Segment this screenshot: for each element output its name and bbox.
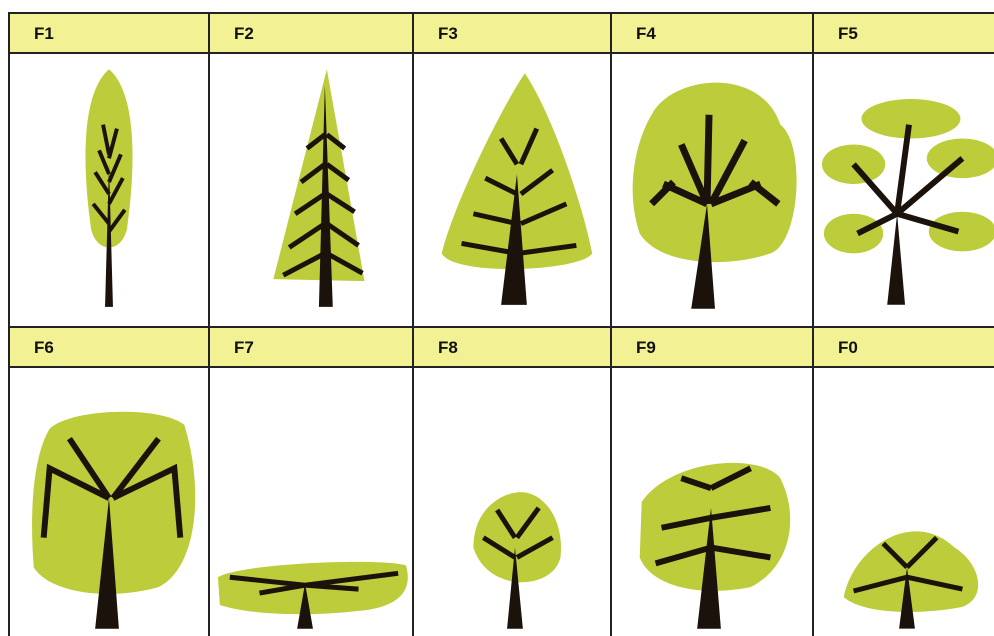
cell-label: F4	[636, 24, 656, 44]
cell-label: F1	[34, 24, 54, 44]
cell-header: F6	[10, 326, 208, 368]
conical-conifer-icon	[210, 54, 412, 326]
cell-label: F6	[34, 338, 54, 358]
cell-f5: F5	[812, 12, 994, 326]
cell-header: F9	[612, 326, 812, 368]
cell-label: F8	[438, 338, 458, 358]
cell-f9: F9	[610, 326, 814, 636]
dome-tree-icon	[814, 368, 994, 636]
cell-f8: F8	[412, 326, 612, 636]
pyramidal-tree-icon	[414, 54, 610, 326]
cell-f0: F0	[812, 326, 994, 636]
cell-header: F8	[414, 326, 610, 368]
cell-label: F9	[636, 338, 656, 358]
cell-f4: F4	[610, 12, 814, 326]
cell-header: F5	[814, 12, 994, 54]
cell-header: F0	[814, 326, 994, 368]
cell-f2: F2	[208, 12, 414, 326]
cell-header: F2	[210, 12, 412, 54]
layered-tree-icon	[612, 368, 812, 636]
spreading-flat-tree-icon	[210, 368, 412, 636]
weeping-tree-icon	[10, 368, 208, 636]
cell-f7: F7	[208, 326, 414, 636]
cell-f6: F6	[8, 326, 210, 636]
cell-header: F3	[414, 12, 610, 54]
cell-label: F7	[234, 338, 254, 358]
cell-f3: F3	[412, 12, 612, 326]
small-round-tree-icon	[414, 368, 610, 636]
round-tree-icon	[612, 54, 812, 326]
columnar-tree-icon	[10, 54, 208, 326]
cell-label: F5	[838, 24, 858, 44]
cell-label: F0	[838, 338, 858, 358]
cell-header: F7	[210, 326, 412, 368]
cell-header: F4	[612, 12, 812, 54]
tiered-cloud-tree-icon	[814, 54, 994, 326]
cell-header: F1	[10, 12, 208, 54]
cell-f1: F1	[8, 12, 210, 326]
cell-label: F3	[438, 24, 458, 44]
cell-label: F2	[234, 24, 254, 44]
